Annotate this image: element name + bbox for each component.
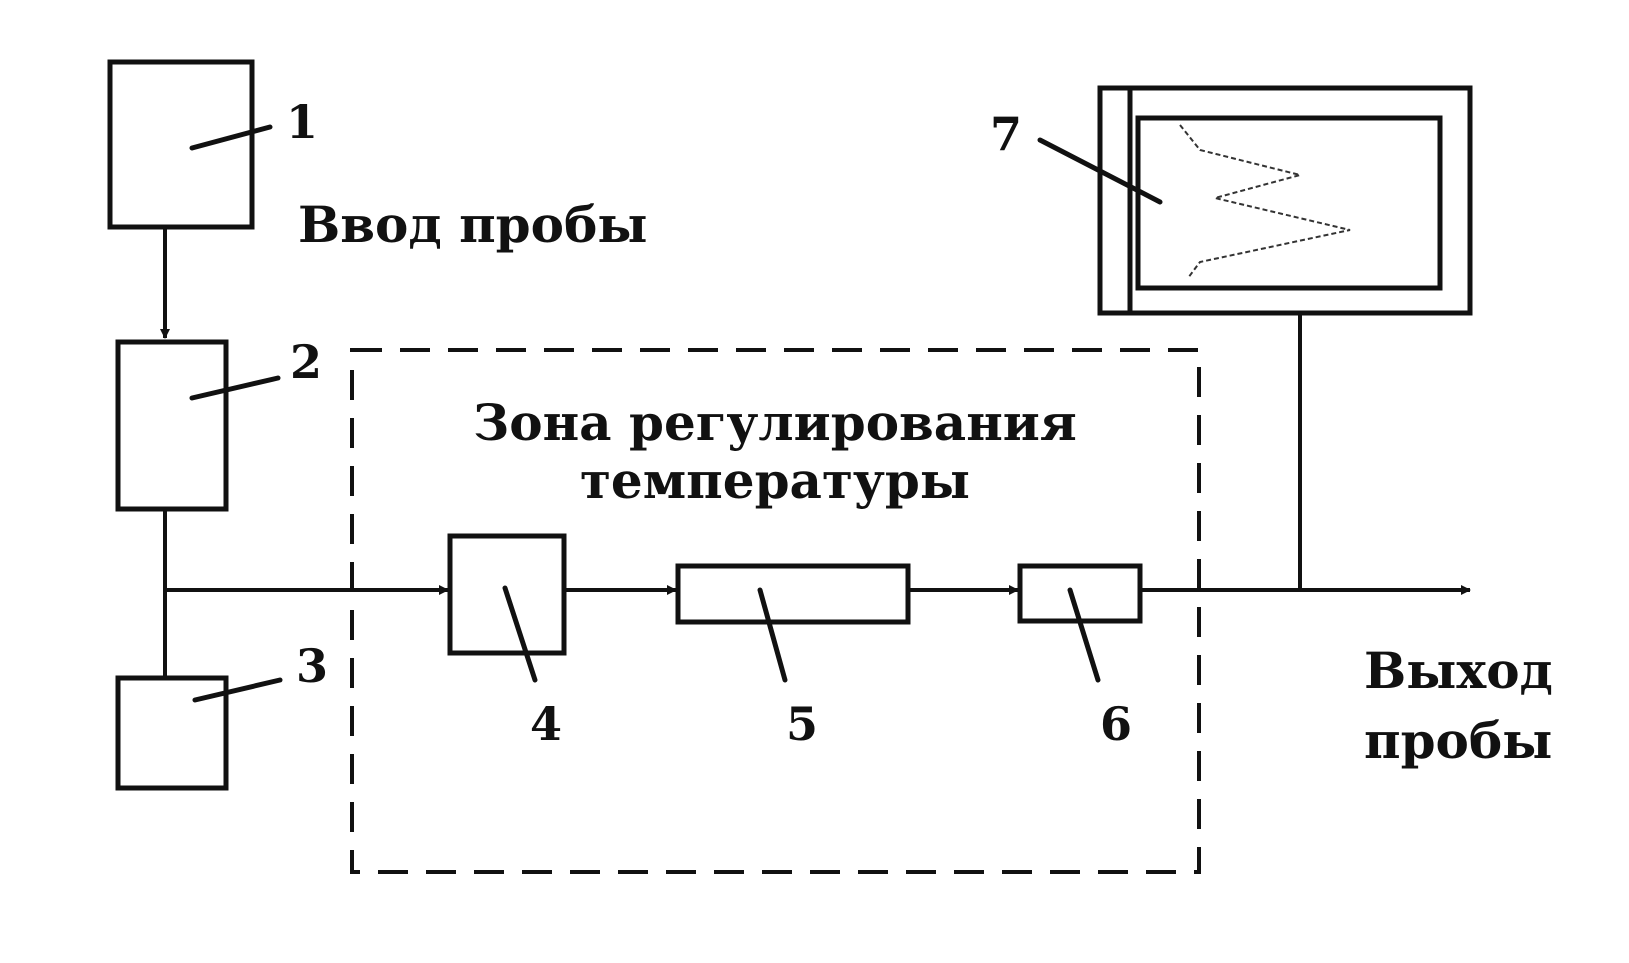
leader-1 xyxy=(189,124,273,151)
sample-input-label: Ввод пробы xyxy=(298,195,647,254)
number-3: 3 xyxy=(296,639,328,693)
number-1: 1 xyxy=(286,95,318,149)
number-2: 2 xyxy=(290,335,322,389)
leader-3 xyxy=(192,677,283,703)
recorder-outer-frame xyxy=(1097,85,1473,316)
number-7: 7 xyxy=(990,107,1022,161)
leader-6 xyxy=(1067,587,1101,683)
sample-output-label-line2: пробы xyxy=(1364,711,1552,770)
leader-7 xyxy=(1037,137,1163,205)
recorder-trace xyxy=(1179,124,1351,279)
number-6: 6 xyxy=(1100,697,1132,751)
block-3 xyxy=(115,675,229,791)
zone-label-line2: температуры xyxy=(580,451,970,510)
block-4 xyxy=(447,533,567,656)
recorder-inner-frame xyxy=(1135,115,1443,291)
leader-4 xyxy=(502,585,538,683)
zone-label-line1: Зона регулирования xyxy=(473,393,1077,452)
leader-2 xyxy=(189,375,281,401)
leader-5 xyxy=(757,587,788,683)
number-5: 5 xyxy=(786,697,818,751)
block-1 xyxy=(107,59,255,230)
block-6 xyxy=(1017,563,1143,624)
block-2 xyxy=(115,339,229,512)
number-4: 4 xyxy=(530,697,562,751)
sample-output-label-line1: Выход xyxy=(1364,641,1553,700)
recorder-7 xyxy=(1097,85,1473,316)
block-5 xyxy=(675,563,911,625)
temperature-zone-border xyxy=(350,348,1201,874)
